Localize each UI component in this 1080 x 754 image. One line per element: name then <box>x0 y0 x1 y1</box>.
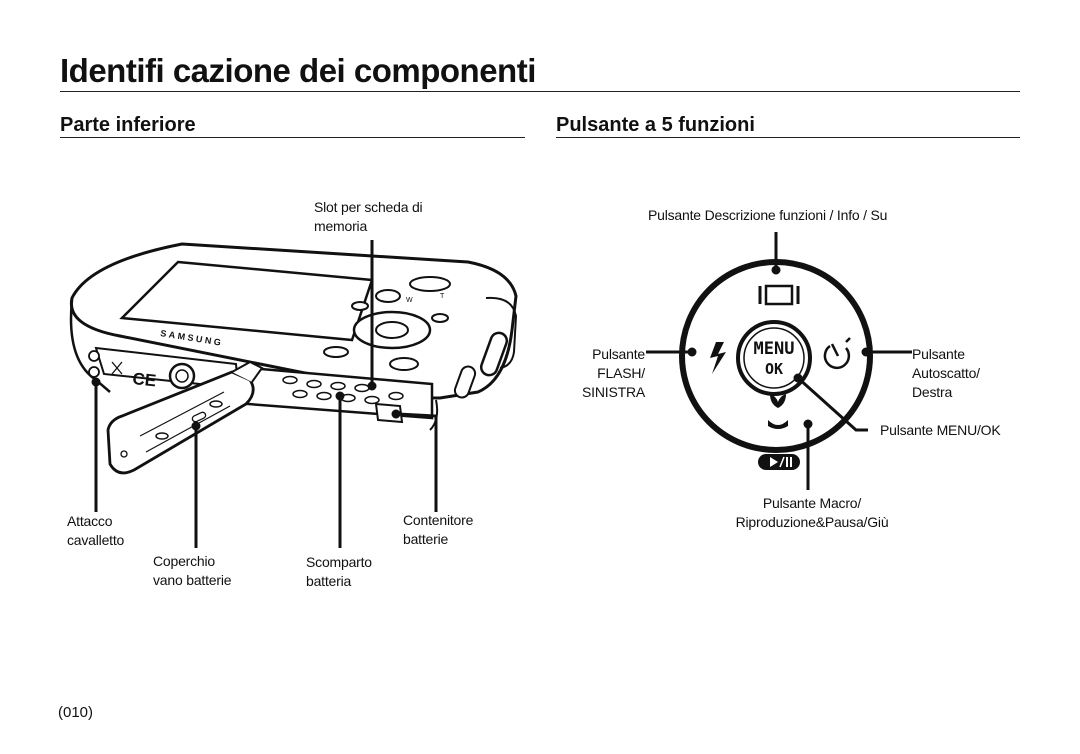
label-battery-compartment: Scomparto batteria <box>306 554 372 589</box>
svg-text:W: W <box>406 297 413 304</box>
menu-label: MENU <box>754 339 795 359</box>
svg-text:T: T <box>440 293 445 300</box>
label-macro-down-button: Pulsante Macro/ Riproduzione&Pausa/Giù <box>735 495 889 530</box>
flash-icon <box>710 342 726 374</box>
ok-label: OK <box>765 360 783 378</box>
section-heading-5-function-button: Pulsante a 5 funzioni <box>556 114 755 136</box>
label-self-timer-right-button: Pulsante Autoscatto/ Destra <box>912 346 980 400</box>
label-tripod-mount: Attacco cavalletto <box>67 513 125 548</box>
section-heading-bottom-view: Parte inferiore <box>60 114 196 136</box>
play-pause-icon <box>758 454 800 470</box>
label-battery-cover: Coperchio vano batterie <box>153 553 232 588</box>
label-up-button: Pulsante Descrizione funzioni / Info / S… <box>648 207 888 223</box>
label-battery-holder: Contenitore batterie <box>403 512 474 547</box>
label-memory-card-slot: Slot per scheda di memoria <box>314 199 423 234</box>
macro-icon <box>768 394 788 429</box>
page-number: (010) <box>58 704 94 721</box>
self-timer-icon <box>823 337 851 369</box>
page-title: Identifi cazione dei componenti <box>60 52 536 89</box>
section-divider-left <box>60 137 525 138</box>
section-divider-right <box>556 137 1020 138</box>
ce-mark: CE <box>132 369 157 390</box>
label-menu-ok-button: Pulsante MENU/OK <box>880 422 1001 438</box>
display-info-icon <box>758 284 800 306</box>
label-flash-left-button: Pulsante FLASH/ SINISTRA <box>582 346 645 400</box>
title-divider <box>60 91 1020 92</box>
